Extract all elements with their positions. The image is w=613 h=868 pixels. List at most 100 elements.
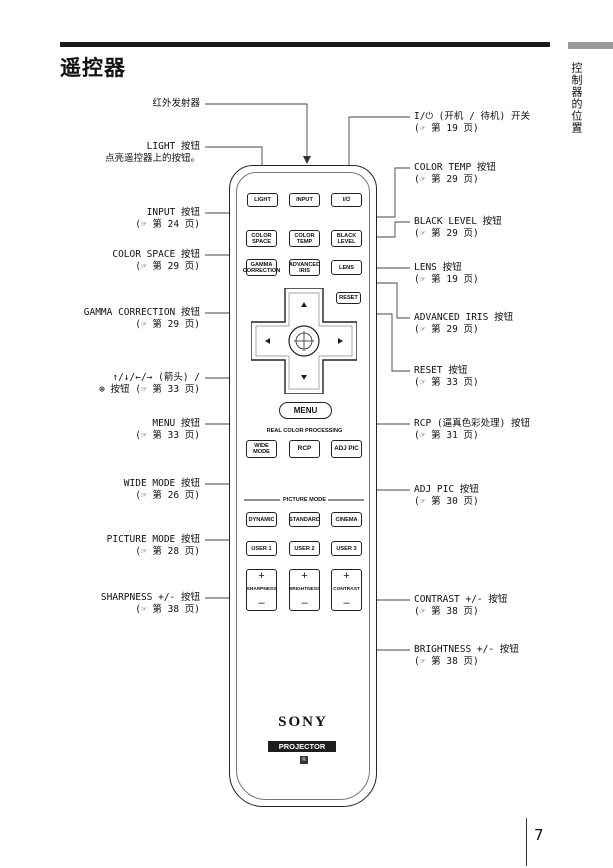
- menu-button[interactable]: MENU: [279, 402, 332, 419]
- dynamic-button[interactable]: DYNAMIC: [246, 512, 277, 527]
- gamma-correction-button-label: GAMMA CORRECTION 按钮 (☞ 第 29 页): [40, 307, 200, 331]
- black-label-line1: BLACK LEVEL 按钮: [414, 216, 502, 227]
- contrast-plus[interactable]: +: [343, 570, 350, 582]
- lens-label-line1: LENS 按钮: [414, 262, 462, 273]
- black-level-button-label: BLACK LEVEL 按钮 (☞ 第 29 页): [414, 216, 502, 240]
- bright-label-line2: (☞ 第 38 页): [414, 656, 479, 667]
- black-level-button[interactable]: BLACK LEVEL: [331, 230, 362, 247]
- power-label-line2: (☞ 第 19 页): [414, 123, 479, 134]
- rcp-button[interactable]: RCP: [289, 440, 320, 458]
- color-temp-button-label: COLOR TEMP 按钮 (☞ 第 29 页): [414, 162, 496, 186]
- wide-mode-button[interactable]: WIDE MODE: [246, 440, 277, 458]
- contrast-button-label: CONTRAST +/- 按钮 (☞ 第 38 页): [414, 594, 507, 618]
- contrast-label: CONTRAST: [333, 587, 360, 592]
- arrow-left-icon[interactable]: [265, 338, 270, 344]
- adj-pic-button-label: ADJ PIC 按钮 (☞ 第 30 页): [414, 484, 479, 508]
- colortemp-label-line2: (☞ 第 29 页): [414, 174, 479, 185]
- colorspace-label-line1: COLOR SPACE 按钮: [112, 249, 200, 260]
- sharpness-plus[interactable]: +: [258, 570, 265, 582]
- sharpness-label: SHARPNESS: [246, 587, 277, 592]
- contrast-rocker[interactable]: + CONTRAST –: [331, 569, 362, 611]
- sharpness-minus[interactable]: –: [258, 597, 265, 609]
- user2-button[interactable]: USER 2: [289, 541, 320, 556]
- ir-emitter-label: 红外发射器: [152, 98, 200, 109]
- reset-button[interactable]: RESET: [336, 292, 361, 304]
- colortemp-label-line1: COLOR TEMP 按钮: [414, 162, 496, 173]
- power-label-line1: I/⏻ (开机 / 待机) 开关: [414, 111, 530, 122]
- page-number: 7: [534, 826, 544, 844]
- arrow-pad[interactable]: [251, 288, 357, 394]
- menu-label-line1: MENU 按钮: [152, 418, 200, 429]
- picture-label-line1: PICTURE MODE 按钮: [106, 534, 200, 545]
- rcp-label-line2: (☞ 第 31 页): [414, 430, 479, 441]
- bright-label-line1: BRIGHTNESS +/- 按钮: [414, 644, 519, 655]
- lens-label-line2: (☞ 第 19 页): [414, 274, 479, 285]
- wide-label-line1: WIDE MODE 按钮: [123, 478, 200, 489]
- standard-button[interactable]: STANDARD: [289, 512, 320, 527]
- light-button[interactable]: LIGHT: [247, 193, 278, 207]
- reset-label-line2: (☞ 第 33 页): [414, 377, 479, 388]
- adj-label-line2: (☞ 第 30 页): [414, 496, 479, 507]
- side-tab-label: 控制器的位置: [570, 62, 583, 134]
- reset-button-label: RESET 按钮 (☞ 第 33 页): [414, 365, 479, 389]
- input-button[interactable]: INPUT: [289, 193, 320, 207]
- menu-label-line2: (☞ 第 33 页): [135, 430, 200, 441]
- cinema-button[interactable]: CINEMA: [331, 512, 362, 527]
- menu-button-label: MENU 按钮 (☞ 第 33 页): [60, 418, 200, 442]
- color-temp-button[interactable]: COLOR TEMP: [289, 230, 320, 247]
- section-tab-band: [568, 42, 613, 49]
- light-label-line2: 点亮遥控器上的按钮。: [104, 153, 200, 164]
- iris-label-line1: ADVANCED IRIS 按钮: [414, 312, 514, 323]
- user3-button[interactable]: USER 3: [331, 541, 362, 556]
- brightness-minus[interactable]: –: [301, 597, 308, 609]
- light-label-line1: LIGHT 按钮: [146, 141, 200, 152]
- wide-mode-button-label: WIDE MODE 按钮 (☞ 第 26 页): [60, 478, 200, 502]
- gamma-label-line1: GAMMA CORRECTION 按钮: [83, 307, 200, 318]
- sony-logo: SONY: [278, 714, 328, 730]
- picture-label-line2: (☞ 第 28 页): [135, 546, 200, 557]
- input-label-line2: (☞ 第 24 页): [135, 219, 200, 230]
- contrast-label-line1: CONTRAST +/- 按钮: [414, 594, 508, 605]
- power-switch-label: I/⏻ (开机 / 待机) 开关 (☞ 第 19 页): [414, 111, 530, 135]
- arrow-buttons-label: ↑/↓/←/→ (箭头) / ⊕ 按钮 (☞ 第 33 页): [40, 372, 200, 396]
- contrast-minus[interactable]: –: [343, 597, 350, 609]
- sharp-label-line1: SHARPNESS +/- 按钮: [100, 592, 200, 603]
- color-space-button-label: COLOR SPACE 按钮 (☞ 第 29 页): [60, 249, 200, 273]
- brightness-plus[interactable]: +: [301, 570, 308, 582]
- contrast-label-line2: (☞ 第 38 页): [414, 606, 479, 617]
- arrows-label-line2: ⊕ 按钮 (☞ 第 33 页): [99, 384, 200, 395]
- arrow-right-icon[interactable]: [338, 338, 343, 344]
- wide-label-line2: (☞ 第 26 页): [135, 490, 200, 501]
- gamma-label-line2: (☞ 第 29 页): [135, 319, 200, 330]
- projector-badge: PROJECTOR: [268, 741, 336, 752]
- header-rule: [60, 42, 550, 47]
- gamma-correction-button[interactable]: GAMMA CORRECTION: [243, 259, 280, 276]
- power-switch[interactable]: I/⏻: [331, 193, 362, 207]
- adj-pic-button[interactable]: ADJ PIC: [331, 440, 362, 458]
- reset-label-line1: RESET 按钮: [414, 365, 468, 376]
- brightness-rocker[interactable]: + BRIGHTNESS –: [289, 569, 320, 611]
- light-button-label: LIGHT 按钮 点亮遥控器上的按钮。: [60, 141, 200, 165]
- page-number-rule: [526, 818, 527, 866]
- remote-control-inner-outline: [236, 172, 370, 800]
- arrow-down-icon[interactable]: [301, 375, 307, 380]
- lens-button[interactable]: LENS: [331, 260, 362, 275]
- sharpness-rocker[interactable]: + SHARPNESS –: [246, 569, 277, 611]
- arrow-up-icon[interactable]: [301, 302, 307, 307]
- color-space-button[interactable]: COLOR SPACE: [246, 230, 277, 247]
- colorspace-label-line2: (☞ 第 29 页): [135, 261, 200, 272]
- sharpness-button-label: SHARPNESS +/- 按钮 (☞ 第 38 页): [60, 592, 200, 616]
- brightness-label: BRIGHTNESS: [288, 587, 321, 592]
- input-button-label: INPUT 按钮 (☞ 第 24 页): [60, 207, 200, 231]
- advanced-iris-button[interactable]: ADVANCED IRIS: [289, 259, 320, 276]
- user1-button[interactable]: USER 1: [246, 541, 277, 556]
- region-mark-icon: R: [300, 756, 308, 764]
- rcp-label-line1: RCP (逼真色彩处理) 按钮: [414, 418, 531, 429]
- rcp-section-label: REAL COLOR PROCESSING: [266, 428, 343, 434]
- adj-label-line1: ADJ PIC 按钮: [414, 484, 479, 495]
- picture-mode-section-label: PICTURE MODE: [283, 497, 326, 503]
- brightness-button-label: BRIGHTNESS +/- 按钮 (☞ 第 38 页): [414, 644, 519, 668]
- picture-mode-button-label: PICTURE MODE 按钮 (☞ 第 28 页): [60, 534, 200, 558]
- advanced-iris-button-label: ADVANCED IRIS 按钮 (☞ 第 29 页): [414, 312, 513, 336]
- lens-button-label: LENS 按钮 (☞ 第 19 页): [414, 262, 479, 286]
